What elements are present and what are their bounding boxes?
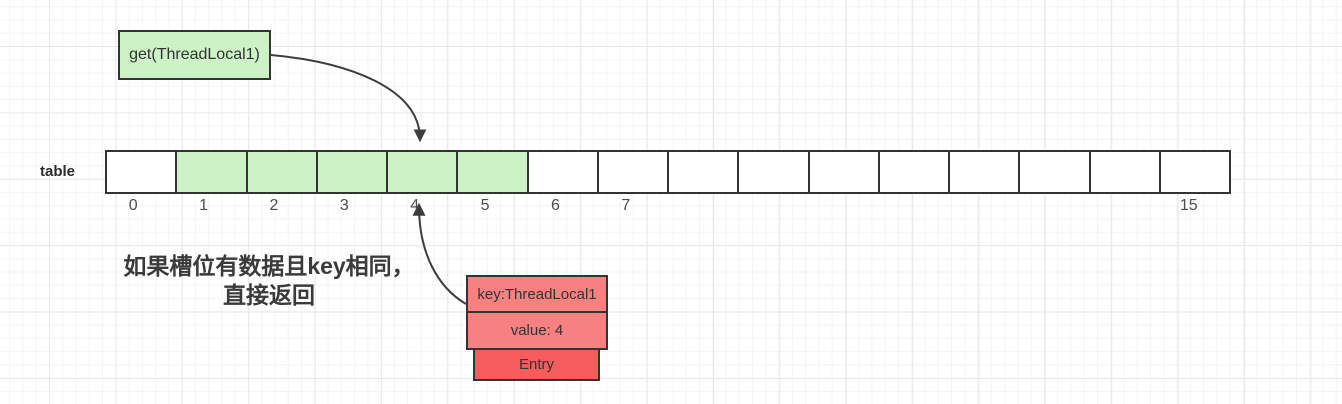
table-slot-13 — [1020, 152, 1091, 192]
get-box-label: get(ThreadLocal1) — [129, 46, 260, 63]
table-slot-11 — [879, 152, 950, 192]
table-slot-7 — [598, 152, 669, 192]
slot-index-8 — [661, 197, 731, 215]
table-slot-8 — [669, 152, 740, 192]
entry-value-label: value: 4 — [510, 322, 564, 339]
hash-table — [105, 150, 1231, 194]
slot-index-13 — [1013, 197, 1083, 215]
slot-index-3: 3 — [339, 197, 349, 214]
note-text: 如果槽位有数据且key相同， 直接返回 — [108, 252, 430, 310]
get-threadlocal-box: get(ThreadLocal1) — [118, 30, 271, 80]
note-line1: 如果槽位有数据且key相同， — [123, 253, 415, 279]
table-slot-2 — [247, 152, 318, 192]
table-slot-4 — [388, 152, 459, 192]
note-line2: 直接返回 — [223, 282, 315, 308]
slot-index-1: 1 — [199, 197, 209, 214]
table-slot-0 — [107, 152, 178, 192]
arrow-get-to-slot4 — [270, 54, 427, 143]
entry-key-label: key:ThreadLocal1 — [477, 285, 597, 303]
table-slot-1 — [177, 152, 248, 192]
table-slot-15 — [1160, 152, 1229, 192]
slot-index-12 — [943, 197, 1013, 215]
slot-index-11 — [872, 197, 942, 215]
entry-title-box: Entry — [473, 348, 600, 381]
slot-index-2: 2 — [269, 197, 279, 214]
table-slot-10 — [809, 152, 880, 192]
table-slot-14 — [1090, 152, 1161, 192]
slot-index-0: 0 — [128, 197, 138, 214]
slot-index-15: 15 — [1179, 197, 1198, 214]
table-slot-5 — [458, 152, 529, 192]
slot-index-14 — [1083, 197, 1153, 215]
entry-value-box: value: 4 — [466, 311, 608, 350]
slot-index-4: 4 — [410, 197, 420, 214]
slot-index-9 — [731, 197, 801, 215]
table-label: table — [40, 163, 76, 180]
table-slot-12 — [950, 152, 1021, 192]
entry-title-label: Entry — [518, 356, 554, 373]
slot-index-7: 7 — [621, 197, 631, 214]
table-slot-6 — [528, 152, 599, 192]
table-slot-3 — [317, 152, 388, 192]
table-slot-9 — [739, 152, 810, 192]
entry-key-box: key:ThreadLocal1 — [466, 275, 608, 313]
slot-index-row: 0 1 2 3 4 5 6 7 15 — [105, 197, 1231, 215]
slot-index-10 — [802, 197, 872, 215]
slot-index-5: 5 — [480, 197, 490, 214]
slot-index-6: 6 — [550, 197, 560, 214]
